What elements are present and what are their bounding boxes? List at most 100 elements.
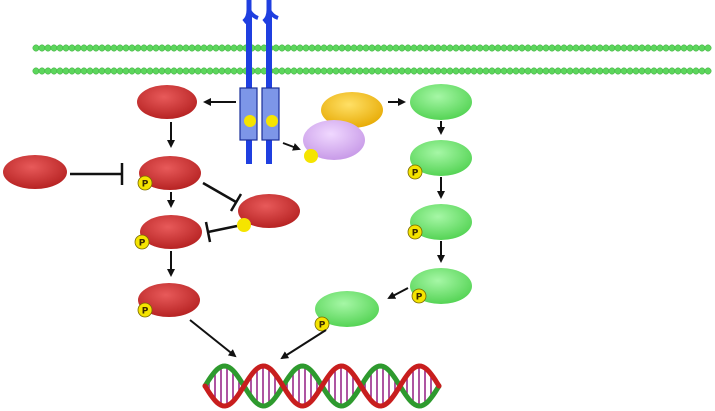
membrane-bead (428, 44, 436, 52)
receptor-dimer (239, 0, 280, 164)
membrane-bead (80, 67, 88, 75)
membrane-bead (566, 67, 574, 75)
red-protein-phospho-2 (140, 215, 202, 249)
membrane-bead (176, 44, 184, 52)
membrane-bead (206, 44, 214, 52)
membrane-bead (542, 44, 550, 52)
membrane-bead (500, 44, 508, 52)
membrane-bead (338, 67, 346, 75)
membrane-bead (326, 67, 334, 75)
membrane-bead (512, 44, 520, 52)
phosphate-marker: P (134, 234, 150, 250)
membrane-bead (590, 44, 598, 52)
red-protein-inhibitor-left (3, 155, 67, 189)
membrane-bead (236, 67, 244, 75)
phospho-label: P (142, 307, 149, 317)
membrane-bead (536, 44, 544, 52)
membrane-bead (440, 67, 448, 75)
phospho-label: P (142, 180, 149, 190)
membrane-bead (170, 44, 178, 52)
activation-arrow (189, 319, 237, 358)
membrane-bead (122, 44, 130, 52)
membrane-bead (512, 67, 520, 75)
membrane-bead (530, 44, 538, 52)
membrane-bead (614, 67, 622, 75)
membrane-bead (146, 44, 154, 52)
green-protein-5 (315, 291, 379, 327)
membrane-bead (278, 44, 286, 52)
membrane-bead (548, 67, 556, 75)
membrane-bead (584, 44, 592, 52)
membrane-bead (200, 44, 208, 52)
membrane-bead (158, 67, 166, 75)
membrane-bead (470, 67, 478, 75)
membrane-bead (116, 67, 124, 75)
membrane-bead (398, 67, 406, 75)
red-protein-phospho-1 (139, 156, 201, 190)
red-protein-top (137, 85, 197, 119)
receptor-left-arm-2 (247, 9, 259, 20)
membrane-bead (680, 44, 688, 52)
membrane-bead (416, 67, 424, 75)
membrane-bead (404, 67, 412, 75)
membrane-bead (50, 44, 58, 52)
membrane-bead (38, 44, 46, 52)
phosphate-marker: P (314, 316, 330, 332)
membrane-bead (554, 67, 562, 75)
membrane-bead (302, 67, 310, 75)
membrane-bead (434, 44, 442, 52)
membrane-bead (326, 44, 334, 52)
membrane-bead (686, 44, 694, 52)
membrane-bead (140, 67, 148, 75)
membrane-bead (506, 44, 514, 52)
membrane-bead (572, 67, 580, 75)
membrane-bead (350, 44, 358, 52)
membrane-bead (608, 44, 616, 52)
membrane-bead (62, 44, 70, 52)
phospho-label: P (416, 293, 423, 303)
membrane-bead (38, 67, 46, 75)
receptor-left-kinase-domain (239, 87, 258, 141)
membrane-bead (380, 44, 388, 52)
membrane-bead (536, 67, 544, 75)
membrane-bead (578, 44, 586, 52)
membrane-bead (416, 44, 424, 52)
lilac-phospho-dot (304, 149, 318, 163)
cell-membrane (32, 44, 712, 75)
membrane-bead (104, 67, 112, 75)
membrane-bead (80, 44, 88, 52)
membrane-bead (404, 44, 412, 52)
membrane-bead (686, 67, 694, 75)
membrane-bead (584, 67, 592, 75)
membrane-bead (572, 44, 580, 52)
membrane-bead (296, 44, 304, 52)
membrane-bead (182, 67, 190, 75)
membrane-bead (302, 44, 310, 52)
membrane-bead (362, 67, 370, 75)
membrane-bead (392, 44, 400, 52)
membrane-bead (164, 67, 172, 75)
membrane-bead (632, 67, 640, 75)
membrane-bead (482, 67, 490, 75)
membrane-bead (170, 67, 178, 75)
membrane-bead (488, 67, 496, 75)
membrane-bead (692, 44, 700, 52)
membrane-bead (602, 44, 610, 52)
membrane-bead (188, 67, 196, 75)
membrane-bead (56, 67, 64, 75)
membrane-bead (494, 67, 502, 75)
membrane-bead (500, 67, 508, 75)
phosphate-marker: P (407, 164, 423, 180)
membrane-bead (140, 44, 148, 52)
membrane-bead (212, 44, 220, 52)
membrane-bead (194, 67, 202, 75)
membrane-bead (74, 67, 82, 75)
membrane-bead (284, 67, 292, 75)
membrane-bead (530, 67, 538, 75)
membrane-bead (626, 67, 634, 75)
membrane-bead (356, 67, 364, 75)
membrane-bead (704, 67, 712, 75)
membrane-bead (344, 44, 352, 52)
membrane-bead (230, 44, 238, 52)
phospho-label: P (139, 239, 146, 249)
